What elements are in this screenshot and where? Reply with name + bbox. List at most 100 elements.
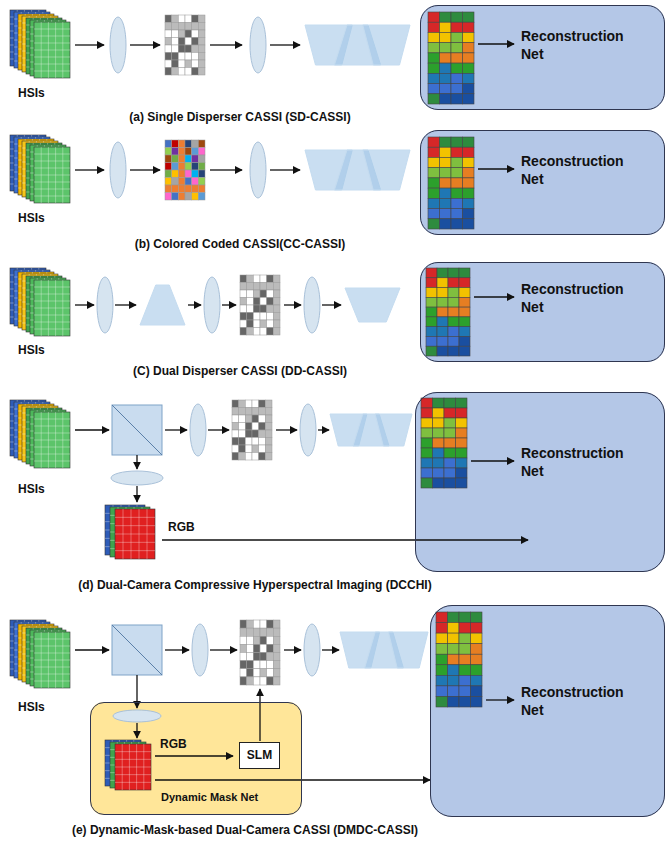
mask-cell (265, 430, 272, 438)
mask-cell (245, 415, 252, 423)
mask-cell (273, 628, 280, 636)
measurement-cell (428, 198, 440, 208)
measurement-cell (428, 147, 440, 157)
mask-cell (178, 30, 185, 38)
mask-cell (185, 53, 192, 61)
label-holder: HSIs (18, 86, 45, 101)
measurement-cell (463, 63, 475, 73)
cube-layer (115, 509, 155, 559)
arrow-line (136, 455, 137, 469)
measurement-cell (456, 448, 468, 458)
measurement-cell (459, 644, 471, 655)
lens (97, 277, 113, 333)
mask-cell (185, 30, 192, 38)
mask-cell (245, 445, 252, 453)
mask-cell (247, 636, 254, 644)
measurement-cell (444, 418, 456, 428)
measurement-cell (440, 157, 452, 167)
measurement-cell (426, 327, 437, 337)
mask-cell (239, 438, 246, 446)
mask-cell (252, 415, 259, 423)
measurement-cell (428, 12, 440, 22)
measurement-cell (421, 468, 433, 478)
measurement-cell (440, 188, 452, 198)
mask-cell (178, 193, 185, 201)
mask-cell (253, 669, 260, 677)
cube-layer (34, 280, 70, 336)
measurement-cell (451, 198, 463, 208)
measurement-cell (448, 612, 460, 623)
mask-cell (267, 628, 274, 636)
wire-line (155, 779, 302, 780)
arrow-line (284, 649, 301, 650)
mask-cell (247, 275, 254, 283)
measurement-cell (440, 94, 452, 104)
mask-cell (178, 178, 185, 186)
measurement-cell (463, 22, 475, 32)
mask-cell (239, 415, 246, 423)
measurement-cell (459, 346, 470, 356)
mask-cell (239, 408, 246, 416)
mask-cell (245, 453, 252, 461)
measurement-cell (463, 32, 475, 42)
measurement-cell (451, 178, 463, 188)
mask-cell (267, 313, 274, 321)
mask-cell (178, 155, 185, 163)
arrow-line (322, 649, 339, 650)
mask-cell (185, 68, 192, 76)
measurement-cell (459, 307, 470, 317)
measurement-cell (448, 268, 459, 278)
measurement-cell (456, 418, 468, 428)
reconstruction-net-box: Reconstruction Net (420, 262, 665, 362)
mask-cell (273, 328, 280, 336)
arrow-line (136, 675, 137, 708)
measurement-cell (444, 428, 456, 438)
image-label: HSIs (18, 211, 45, 226)
measurement-cell (463, 219, 475, 229)
measurement-cell (448, 288, 459, 298)
mask-cell (232, 438, 239, 446)
mask-cell (265, 445, 272, 453)
mask-cell (185, 38, 192, 46)
mask-cell (185, 140, 192, 148)
measurement-cell (436, 644, 448, 655)
connector-arrow (302, 779, 430, 780)
measurement-cell (463, 73, 475, 83)
measurement-cell (421, 458, 433, 468)
arrow-line (318, 429, 329, 430)
mask-cell (198, 45, 205, 53)
measurement-cell (440, 209, 452, 219)
measurement-cell (437, 307, 448, 317)
arrow-line (474, 296, 514, 297)
measurement-cell (463, 53, 475, 63)
mask-cell (172, 140, 179, 148)
mask-cell (185, 170, 192, 178)
mask-cell (240, 661, 247, 669)
disperser-prism (363, 150, 410, 190)
mask-cell (260, 283, 267, 291)
arrow-line (165, 429, 187, 430)
arrow-line (222, 304, 236, 305)
arrow-line (322, 304, 341, 305)
mask-cell (172, 23, 179, 31)
measurement-cell (444, 438, 456, 448)
mask-cell (273, 320, 280, 328)
node-text: SLM (247, 748, 272, 763)
mask-cell (253, 313, 260, 321)
cube-grid (115, 509, 155, 559)
measurement-cell (428, 178, 440, 188)
mask-cell (198, 23, 205, 31)
measurement-cell (463, 137, 475, 147)
mask-cell (240, 644, 247, 652)
mask-cell (240, 669, 247, 677)
compressed-measurement (428, 12, 474, 104)
measurement-cell (440, 198, 452, 208)
panel-caption: (e) Dynamic-Mask-based Dual-Camera CASSI… (72, 823, 418, 838)
mask-cell (253, 636, 260, 644)
mask-cell (252, 453, 259, 461)
mask-cell (253, 653, 260, 661)
node-text: Reconstruction Net (521, 153, 641, 188)
measurement-cell (448, 623, 460, 634)
mask-cell (265, 423, 272, 431)
measurement-cell (456, 398, 468, 408)
